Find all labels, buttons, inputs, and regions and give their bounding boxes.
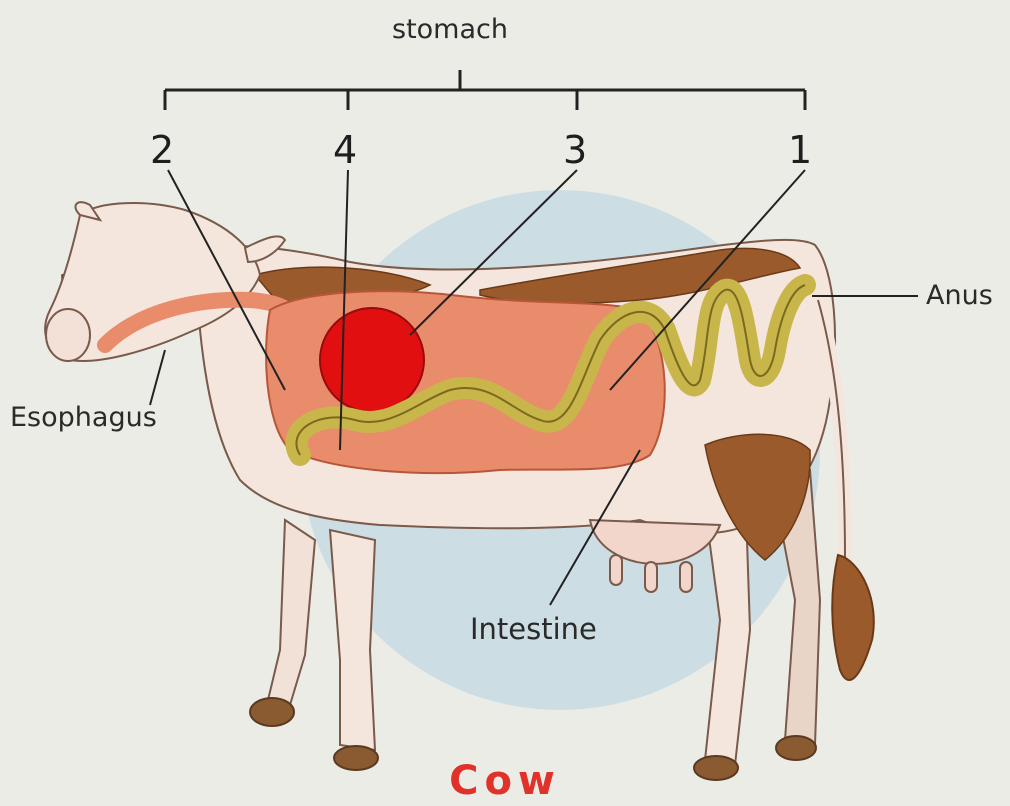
chamber-number-2: 2 bbox=[150, 128, 174, 172]
esophagus-label: Esophagus bbox=[10, 402, 157, 433]
chamber-number-3: 3 bbox=[563, 128, 587, 172]
chamber-number-4: 4 bbox=[333, 128, 357, 172]
cow-tail-tuft bbox=[832, 555, 874, 680]
reticulum bbox=[320, 308, 424, 412]
stomach-bracket bbox=[165, 70, 805, 110]
chamber-number-1: 1 bbox=[788, 128, 812, 172]
intestine-label: Intestine bbox=[470, 612, 597, 646]
anus-label: Anus bbox=[926, 280, 993, 311]
diagram-title: Cow bbox=[0, 758, 1010, 804]
stomach-label: stomach bbox=[392, 14, 508, 45]
